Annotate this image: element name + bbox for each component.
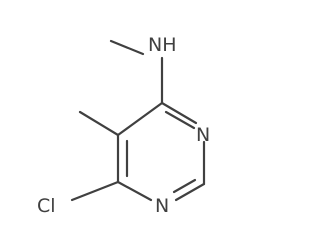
atom-label-n1: N bbox=[155, 195, 169, 217]
bond-methyl-nh bbox=[109, 39, 145, 56]
atom-label-n3: N bbox=[196, 124, 210, 146]
bond-c4-n3-inner bbox=[164, 110, 196, 130]
bond-c4-n3 bbox=[160, 101, 198, 125]
bond-c5-methyl bbox=[78, 110, 120, 137]
bond-c5-c4 bbox=[116, 101, 164, 137]
bond-n1-c6 bbox=[116, 180, 153, 202]
bond-c2-n1-inner bbox=[172, 178, 197, 194]
bond-c6-cl bbox=[70, 180, 120, 202]
atom-label-nh: NH bbox=[148, 34, 177, 56]
atom-label-cl: Cl bbox=[37, 195, 56, 217]
bond-c2-n1 bbox=[174, 182, 206, 202]
molecule-structure-diagram: NH N N Cl bbox=[37, 34, 210, 217]
atom-labels: NH N N Cl bbox=[37, 34, 210, 217]
bonds bbox=[70, 39, 206, 202]
